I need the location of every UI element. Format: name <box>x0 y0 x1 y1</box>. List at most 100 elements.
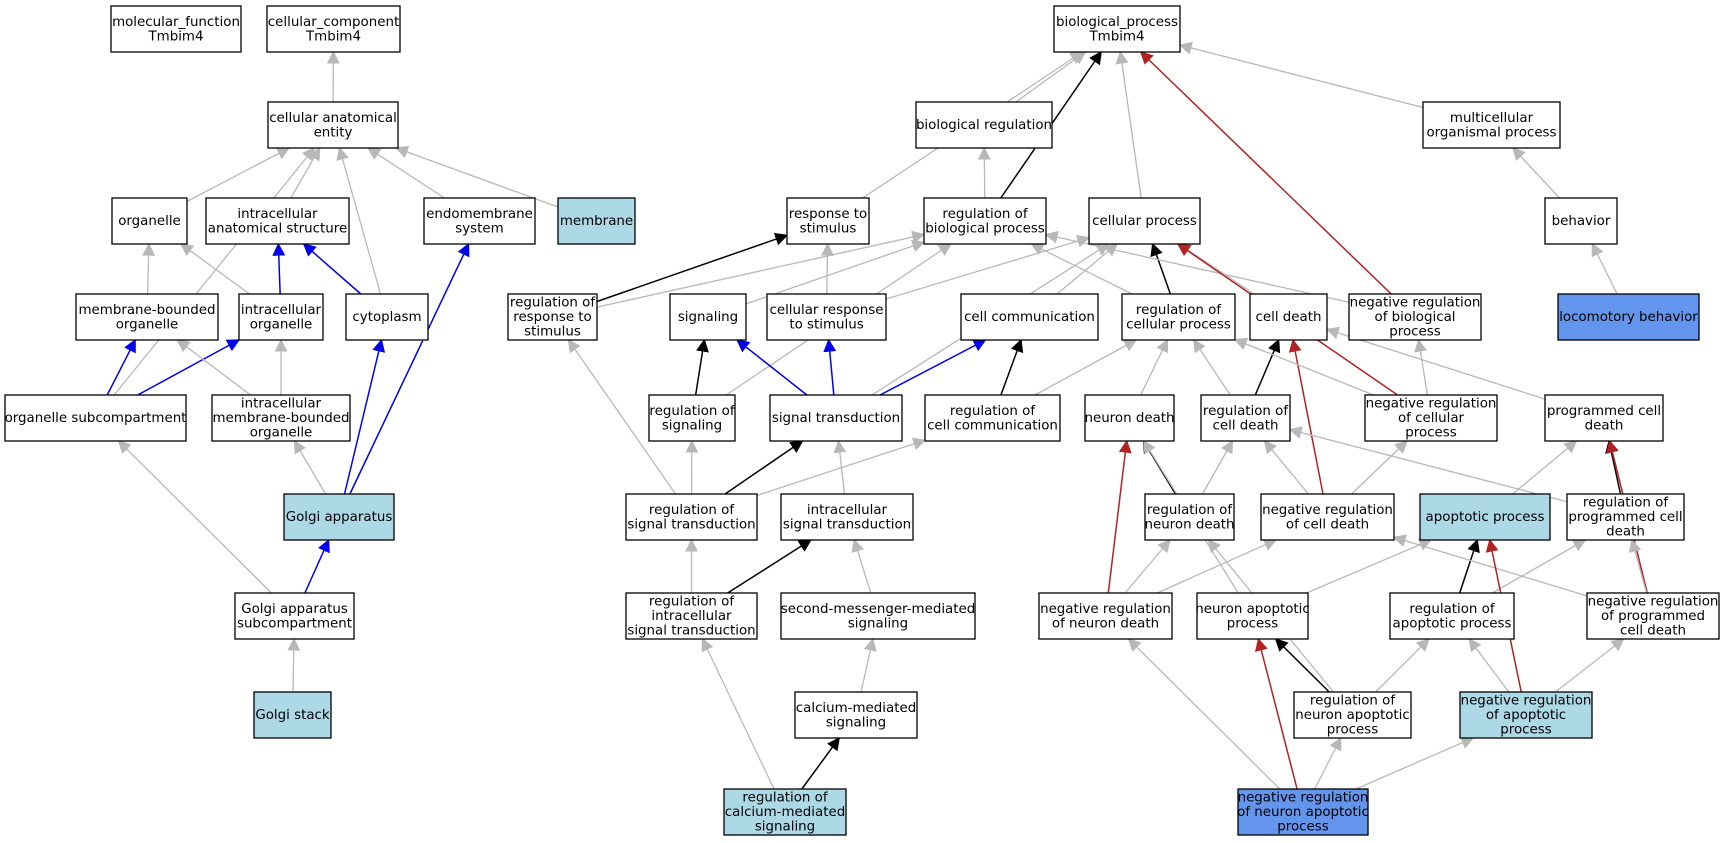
node-box <box>1121 293 1236 341</box>
node-label-line: apoptotic process <box>1426 510 1545 525</box>
edge-is-a-rnap-to-rap <box>1375 638 1430 693</box>
go-term-node-neurondeath[interactable]: neuron death <box>1084 394 1175 442</box>
node-label-line: cell death <box>1213 418 1279 433</box>
go-term-node-bioreg[interactable]: biological regulation <box>915 101 1053 149</box>
go-term-node-cp[interactable]: cellular process <box>1088 197 1201 245</box>
node-label-line: negative regulation <box>1238 791 1369 806</box>
go-term-node-st[interactable]: signal transduction <box>769 394 903 442</box>
edge-negatively-regulates-nrbp-to-bp <box>1139 51 1392 295</box>
go-term-node-organelle[interactable]: organelle <box>111 197 188 245</box>
edge-is-a-nap-to-apoptotic <box>1306 538 1433 594</box>
node-label-line: system <box>455 221 503 236</box>
go-term-node-golgi[interactable]: Golgi apparatus <box>283 493 395 541</box>
go-term-node-celldeath[interactable]: cell death <box>1249 293 1328 341</box>
node-label-line: cell death <box>1620 624 1686 639</box>
node-box <box>234 592 355 640</box>
node-label-line: stimulus <box>524 325 581 340</box>
node-box <box>1544 394 1664 442</box>
node-box <box>4 394 187 442</box>
go-term-node-apoptotic[interactable]: apoptotic process <box>1419 493 1551 541</box>
go-term-node-behavior[interactable]: behavior <box>1544 197 1618 245</box>
node-box <box>205 197 350 245</box>
edge-is-a-behavior-to-mop <box>1512 147 1561 199</box>
go-term-node-membrane[interactable]: membrane <box>557 197 636 245</box>
node-box <box>1200 394 1291 442</box>
node-label-line: biological regulation <box>916 118 1052 133</box>
node-label-line: cellular anatomical <box>269 111 397 126</box>
node-label-line: signaling <box>826 715 886 730</box>
go-term-node-cytoplasm[interactable]: cytoplasm <box>345 293 429 341</box>
node-label-line: negative regulation <box>1040 602 1171 617</box>
node-box <box>1237 788 1369 836</box>
go-term-node-cellcomm[interactable]: cell communication <box>960 293 1099 341</box>
edge-regulates-rcd-to-celldeath <box>1254 338 1281 396</box>
node-label-line: Golgi apparatus <box>241 602 348 617</box>
node-label-line: process <box>1227 616 1278 631</box>
edge-is-a-rrts-to-rbp <box>596 230 926 308</box>
edge-is-a-io-to-organelle <box>179 243 250 295</box>
node-label-line: signaling <box>848 616 908 631</box>
node-label-line: signal transduction <box>772 411 900 426</box>
edge-is-a-crs-to-rts <box>820 242 834 295</box>
edge-is-a-membrane-to-cae <box>394 145 559 208</box>
node-box <box>766 293 887 341</box>
node-label-line: cellular process <box>1126 317 1231 332</box>
edge-part-of-golgisub-to-golgi <box>304 538 330 594</box>
node-label-line: signaling <box>662 418 722 433</box>
node-label-line: biological process <box>925 221 1045 236</box>
node-label-line: cell communication <box>927 418 1058 433</box>
node-label-line: anatomical structure <box>208 221 347 236</box>
edge-is-a-rcc-to-rcp <box>1034 339 1138 396</box>
edge-regulates-rrts-to-rts <box>596 232 789 303</box>
go-term-node-osub[interactable]: organelle subcompartment <box>4 394 187 442</box>
go-term-node-locomotory[interactable]: locomotory behavior <box>1557 293 1700 341</box>
go-term-node-golgistack[interactable]: Golgi stack <box>253 691 332 739</box>
go-term-node-signaling[interactable]: signaling <box>669 293 747 341</box>
node-label-line: regulation of <box>649 404 734 419</box>
node-label-line: calcium-mediated <box>796 701 916 716</box>
edge-is-a-nrpcd-to-rpcd <box>1628 538 1648 594</box>
edge-is-a-rbp-to-bioreg <box>977 146 991 199</box>
edge-part-of-cytoplasm-to-ias <box>302 243 362 295</box>
node-label-line: regulation of <box>942 207 1027 222</box>
edge-regulates-rnap-to-nap <box>1274 638 1330 693</box>
